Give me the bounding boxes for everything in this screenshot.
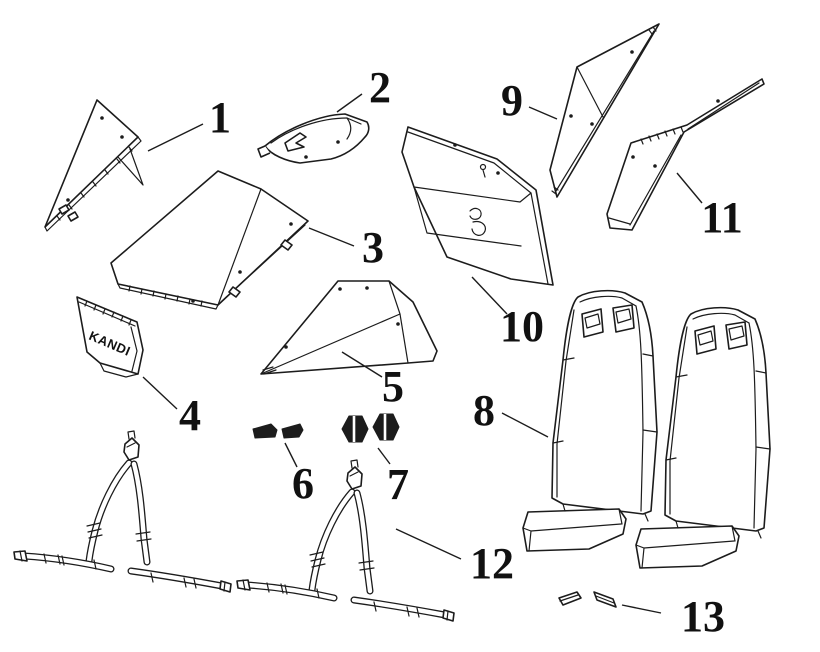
callout-labels: 1 2 3 4 5 6 7 8 9 10 11 12 13 bbox=[179, 63, 743, 641]
leader-line-8 bbox=[501, 412, 549, 438]
leader-line-2 bbox=[336, 93, 363, 113]
callout-label-6: 6 bbox=[292, 459, 314, 508]
part-5-fender-panel bbox=[260, 280, 438, 375]
callout-label-9: 9 bbox=[501, 76, 523, 125]
part-3-hood-panel bbox=[110, 170, 309, 310]
leader-lines bbox=[142, 93, 703, 614]
callout-label-4: 4 bbox=[179, 391, 201, 440]
callout-label-11: 11 bbox=[701, 193, 743, 242]
part-7-plugs bbox=[341, 413, 400, 443]
callout-label-1: 1 bbox=[209, 93, 231, 142]
leader-line-11 bbox=[676, 172, 703, 204]
callout-label-12: 12 bbox=[470, 539, 514, 588]
leader-line-5 bbox=[341, 351, 383, 378]
part-13-brackets bbox=[558, 591, 617, 608]
part-11-fender-panel bbox=[606, 78, 765, 231]
leader-line-10 bbox=[471, 276, 508, 315]
callout-label-8: 8 bbox=[473, 386, 495, 435]
callout-label-10: 10 bbox=[500, 302, 544, 351]
callout-label-2: 2 bbox=[369, 63, 391, 112]
callout-label-5: 5 bbox=[382, 362, 404, 411]
callout-label-13: 13 bbox=[681, 592, 725, 641]
seat-left bbox=[522, 289, 658, 552]
leader-line-6 bbox=[284, 442, 298, 468]
part-2-bracket bbox=[257, 113, 370, 164]
leader-line-1 bbox=[147, 123, 204, 152]
callout-label-3: 3 bbox=[362, 223, 384, 272]
callout-label-7: 7 bbox=[387, 460, 409, 509]
leader-line-3 bbox=[308, 227, 355, 247]
part-6-pads bbox=[252, 423, 304, 439]
leader-line-4 bbox=[142, 376, 178, 410]
part-4-logo-panel: KANDI bbox=[76, 296, 144, 378]
leader-line-9 bbox=[528, 106, 558, 120]
seat-belt-left bbox=[13, 430, 232, 593]
part-10-door-panel bbox=[401, 126, 554, 286]
part-9-fender-panel bbox=[549, 23, 660, 198]
leader-line-13 bbox=[621, 604, 662, 614]
leader-line-12 bbox=[395, 528, 462, 560]
leader-line-7 bbox=[377, 447, 391, 465]
part-1-corner-panel bbox=[44, 99, 144, 232]
